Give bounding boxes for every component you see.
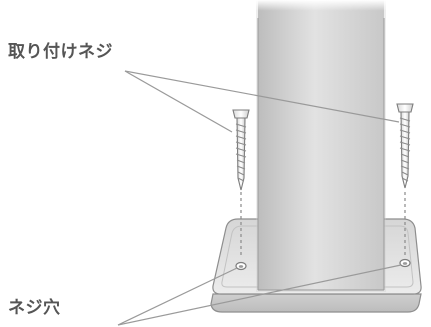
hole-leader-lines <box>117 264 402 326</box>
screw-hole-icon <box>399 258 411 268</box>
screw-hole-icon <box>235 261 247 271</box>
screw-icon <box>232 109 250 191</box>
screw-hole-label: ネジ穴 <box>8 298 61 318</box>
post <box>250 0 392 292</box>
screw-leader-lines <box>124 70 400 133</box>
screw-icon <box>396 103 414 189</box>
screw-label: 取り付けネジ <box>8 42 113 62</box>
base-plate-edge <box>210 293 422 313</box>
post-top-fade <box>250 0 392 60</box>
base-plate-bevel <box>221 225 414 288</box>
